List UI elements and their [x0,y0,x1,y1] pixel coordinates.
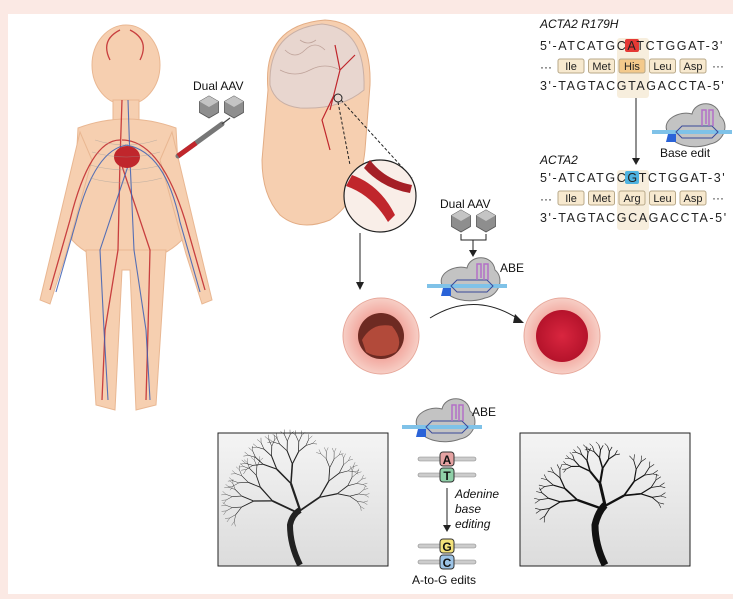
codon-box [649,58,676,74]
edited-top-strand: 5'-ATCATGCGTCTGGAT-3' [540,171,726,185]
aav-capsid-icon [451,209,471,233]
base-box [439,538,455,554]
mutant-base-highlight [625,39,639,52]
angiogram-after [519,432,691,567]
base-box [439,451,455,467]
base-letter: T [443,469,451,483]
ellipsis: ··· [712,59,724,73]
codon-box [557,190,585,206]
codon-label: Ile [565,61,577,73]
codon-label: Met [592,61,610,73]
codon-box [649,190,676,206]
codon-box [557,58,585,74]
editing-label-line-1: Adenine [454,487,499,501]
abe-label: ABE [500,261,524,275]
base-letter: C [443,556,452,570]
zoom-line [340,99,413,179]
aav-capsid-icon [476,209,496,233]
angiogram-before [217,429,389,567]
codon-box [679,58,707,74]
edited-gene-label: ACTA2 [539,153,578,167]
abe-editor-icon [400,396,484,444]
codon-box [618,190,646,206]
base-letter: A [443,453,452,467]
mutant-bottom-strand: 3'-TAGTACGTAGACCTA-5' [540,79,725,93]
dual-aav-label: Dual AAV [440,197,490,211]
mutant-gene-label: ACTA2 R179H [539,17,619,31]
sequence-panel: ACTA2 R179H 5'-ATCATGCATCTGGAT-3' ··· Il… [539,17,733,230]
child-head-illustration [261,19,371,226]
codon-label: Met [592,193,610,205]
vessel-zoom-inset [343,159,417,233]
edited-bottom-strand: 3'-TAGTACGCAGACCTA-5' [540,211,728,225]
base-edit-label: Base edit [660,146,711,160]
base-box [439,554,455,570]
child-body-illustration [39,24,213,411]
ellipsis: ··· [540,60,552,74]
codon-label: Asp [684,61,703,73]
syringe-icon [175,117,231,159]
codon-label: Ile [565,193,577,205]
curved-arrow [429,304,521,321]
zoom-line [337,101,351,166]
editing-label-line-3: editing [455,517,491,531]
healthy-vessel-cross-section [523,297,601,375]
abe-editor-icon [650,101,733,149]
editing-label-line-2: base [455,502,481,516]
edits-label: A-to-G edits [412,573,476,587]
edited-base-highlight [625,171,639,184]
codon-label: Leu [653,61,671,73]
ellipsis: ··· [540,192,552,206]
codon-label: Leu [653,193,671,205]
bracket-arrow [460,234,487,252]
codon-box [588,58,615,74]
abe-label: ABE [472,405,496,419]
codon-label: Arg [623,193,640,205]
aav-capsid-icon [224,95,244,119]
codon-box [618,58,646,74]
diseased-vessel-cross-section [342,297,420,375]
dual-aav-label: Dual AAV [193,79,243,93]
aav-capsid-icon [199,95,219,119]
codon-box [679,190,707,206]
codon-label: Asp [684,193,703,205]
codon-label: His [624,61,640,73]
ellipsis: ··· [712,191,724,205]
abe-editor-icon [425,255,509,303]
base-box [439,467,455,483]
mutant-top-strand: 5'-ATCATGCATCTGGAT-3' [540,39,724,53]
codon-box [588,190,615,206]
base-letter: G [442,540,451,554]
